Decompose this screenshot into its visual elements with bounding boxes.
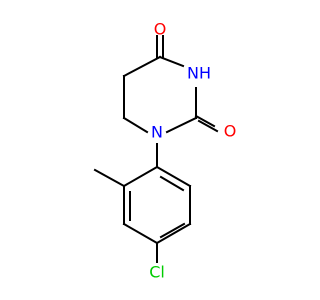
atom-nh-label: NH xyxy=(187,64,211,83)
bond-c2-o2-b xyxy=(197,119,219,133)
atom-cl-label: Cl xyxy=(149,263,165,282)
bond-n3-c4 xyxy=(158,55,185,68)
bond-n1-c2 xyxy=(165,116,198,134)
atom-label-group: O NH N O Cl xyxy=(149,20,236,282)
bond-c4-c5 xyxy=(122,55,162,78)
bond-methyl xyxy=(93,168,126,188)
bond-ar-3-4 xyxy=(122,222,159,245)
molecule-structure: O NH N O Cl xyxy=(0,0,300,300)
bond-group xyxy=(93,35,219,263)
bond-c2-o2-a xyxy=(194,114,216,128)
bond-ar-inner-b xyxy=(159,222,186,239)
bond-c6-n1 xyxy=(122,116,149,134)
atom-o1-label: O xyxy=(154,20,167,39)
bond-ar-6-1 xyxy=(155,165,192,188)
bond-ar-1-2 xyxy=(122,165,159,188)
bond-ar-4-5 xyxy=(155,222,192,245)
bond-ar-inner-c xyxy=(159,175,185,192)
background xyxy=(0,0,300,300)
structure-canvas: O NH N O Cl xyxy=(0,0,300,300)
atom-o2-label: O xyxy=(224,122,237,141)
atom-n1-label: N xyxy=(151,123,163,142)
